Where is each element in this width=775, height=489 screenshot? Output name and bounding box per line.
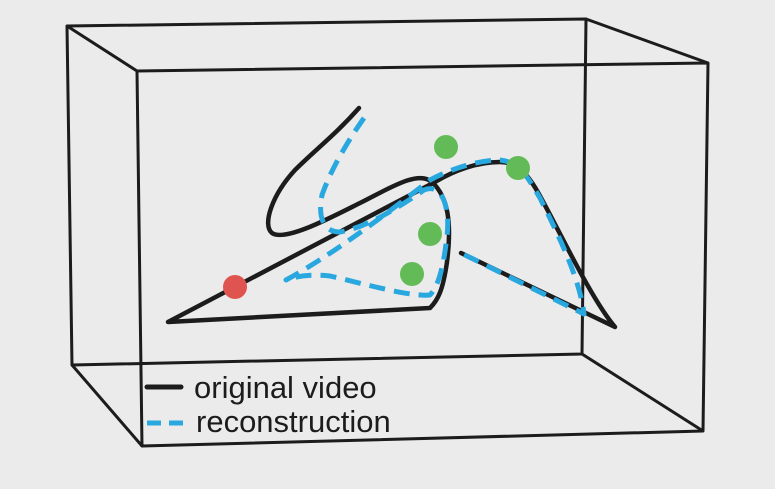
box-edge-top-right xyxy=(585,17,709,65)
red-point-marker xyxy=(223,275,247,299)
markers xyxy=(223,135,530,299)
legend: original video reconstruction xyxy=(144,370,391,439)
legend-label-original: original video xyxy=(194,370,377,405)
green-point-marker xyxy=(506,156,530,180)
box-edge-top-left xyxy=(66,24,138,73)
bounding-box xyxy=(65,17,710,448)
legend-label-reconstruction: reconstruction xyxy=(196,404,391,439)
green-point-marker xyxy=(434,135,458,159)
green-point-marker xyxy=(400,262,424,286)
legend-item-reconstruction: reconstruction xyxy=(147,404,391,439)
original-trajectory xyxy=(165,105,618,330)
box-edge-bottom-left xyxy=(70,364,144,447)
legend-item-original: original video xyxy=(144,370,377,405)
green-point-marker xyxy=(418,222,442,246)
box-edge-bottom-right xyxy=(581,352,704,433)
